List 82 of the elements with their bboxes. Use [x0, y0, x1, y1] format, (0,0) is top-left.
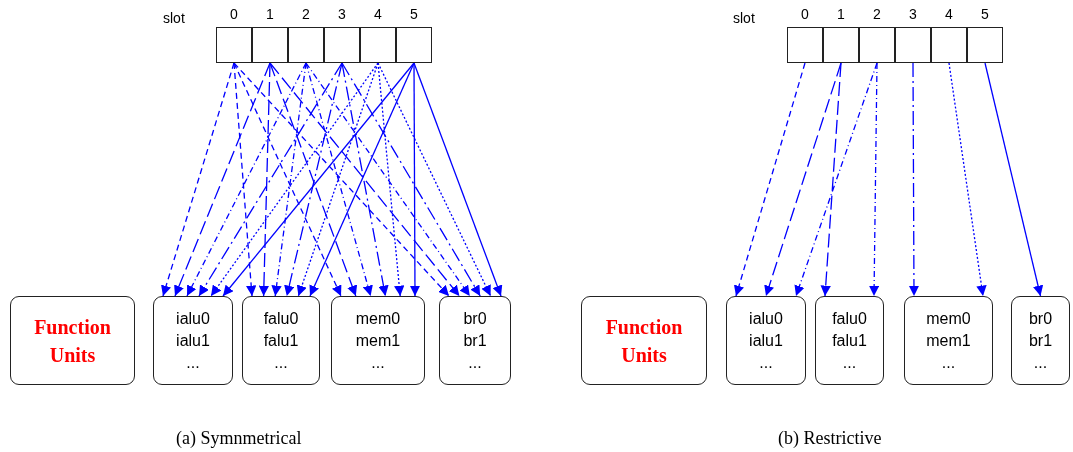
arrow — [186, 62, 307, 297]
slot-number: 5 — [980, 6, 990, 22]
unit-box — [153, 296, 233, 385]
unit-name: ... — [468, 352, 482, 373]
arrow — [305, 62, 471, 297]
slot-number: 1 — [836, 6, 846, 22]
unit-name: br0 — [1028, 308, 1053, 329]
arrow — [413, 62, 503, 297]
unit-box — [904, 296, 993, 385]
unit-name: ... — [186, 352, 200, 373]
unit-box — [726, 296, 806, 385]
unit-box — [331, 296, 425, 385]
slot-number: 4 — [373, 6, 383, 22]
unit-name: falu1 — [263, 330, 299, 351]
arrow — [341, 62, 389, 297]
unit-name: mem0 — [926, 308, 971, 329]
unit-name: br1 — [1028, 330, 1053, 351]
arrow — [794, 62, 878, 297]
arrow — [258, 62, 271, 297]
slot-label: slot — [163, 10, 185, 26]
arrow — [764, 62, 842, 297]
unit-name: ... — [759, 352, 773, 373]
unit-name: ... — [371, 352, 385, 373]
arrow — [284, 62, 343, 297]
unit-name: mem1 — [355, 330, 401, 351]
unit-name: falu0 — [263, 308, 299, 329]
unit-name: ... — [274, 352, 288, 373]
arrow — [948, 62, 987, 297]
unit-name: ialu1 — [176, 330, 210, 351]
unit-box — [1011, 296, 1070, 385]
unit-box — [439, 296, 511, 385]
unit-name: falu0 — [832, 308, 867, 329]
title-box — [10, 296, 135, 385]
arrow — [377, 62, 492, 297]
unit-box — [815, 296, 884, 385]
arrow — [269, 62, 461, 297]
unit-box — [242, 296, 320, 385]
arrow — [198, 62, 343, 297]
unit-name: ialu1 — [749, 330, 783, 351]
arrow — [908, 62, 920, 297]
arrow — [174, 62, 271, 297]
arrow — [305, 62, 373, 297]
arrow — [309, 62, 415, 297]
unit-name: br1 — [463, 330, 487, 351]
arrow — [233, 62, 450, 297]
unit-name: ialu0 — [749, 308, 783, 329]
arrow — [233, 62, 342, 297]
slot-number: 3 — [908, 6, 918, 22]
arrow — [409, 62, 421, 297]
arrow — [868, 62, 880, 297]
box-title: Function Units — [33, 314, 112, 368]
slot-number: 0 — [800, 6, 810, 22]
unit-name: ialu0 — [176, 308, 210, 329]
arrow — [271, 62, 307, 297]
unit-name: falu1 — [832, 330, 867, 351]
arrow — [377, 62, 405, 297]
unit-name: ... — [941, 352, 956, 373]
slot-number: 2 — [301, 6, 311, 22]
box-title: Function Units — [604, 314, 684, 368]
slot-number: 4 — [944, 6, 954, 22]
slot-number: 1 — [265, 6, 275, 22]
arrow — [984, 62, 1044, 297]
arrow — [222, 62, 415, 297]
slot-number: 0 — [229, 6, 239, 22]
slot-number: 3 — [337, 6, 347, 22]
caption: (a) Symnmetrical — [176, 428, 302, 449]
unit-name: br0 — [463, 308, 487, 329]
caption: (b) Restrictive — [778, 428, 882, 449]
title-box — [581, 296, 707, 385]
slot-number: 2 — [872, 6, 882, 22]
arrow — [341, 62, 481, 297]
unit-name: mem0 — [355, 308, 401, 329]
slot-number: 5 — [409, 6, 419, 22]
unit-name: mem1 — [926, 330, 971, 351]
arrow — [733, 62, 806, 297]
slot-label: slot — [733, 10, 755, 26]
unit-name: ... — [842, 352, 857, 373]
arrow — [269, 62, 358, 297]
arrow — [161, 62, 235, 297]
arrow — [233, 62, 257, 297]
unit-name: ... — [1033, 352, 1048, 373]
arrow — [820, 62, 842, 297]
